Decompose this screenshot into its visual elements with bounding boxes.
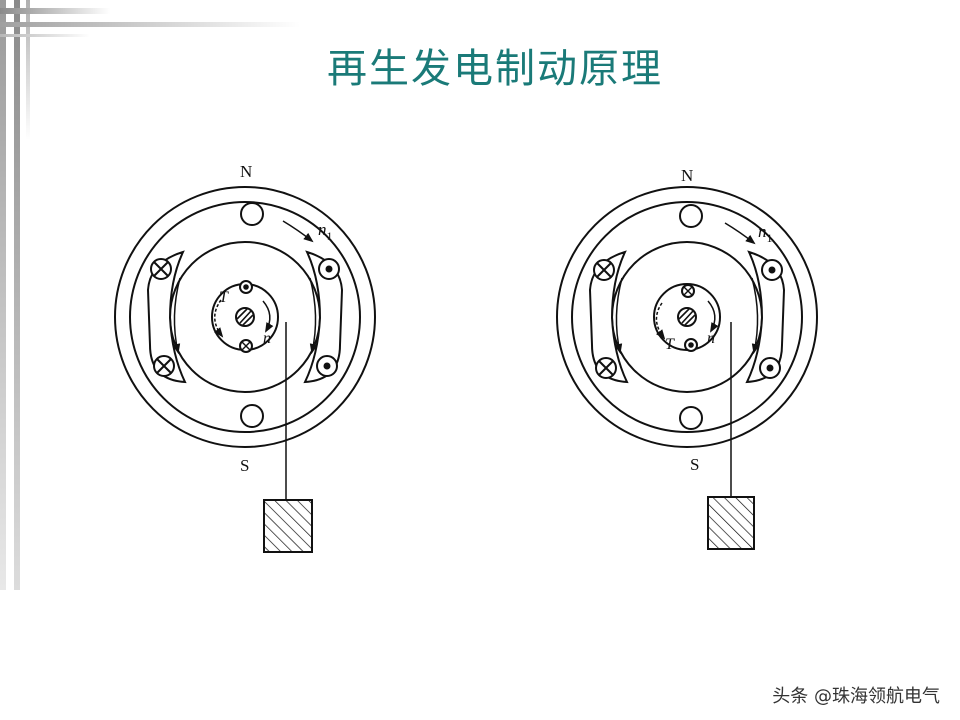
pole-label-north: N: [240, 162, 252, 181]
stator-inner-ring: [571, 201, 803, 433]
slide-decor-bar: [0, 34, 90, 37]
stator-outer-ring: [556, 186, 818, 448]
conductor-cross: [150, 258, 172, 280]
torque-label: T: [665, 336, 675, 353]
shaft: [677, 307, 697, 327]
speed-arrow: [262, 300, 274, 333]
stator-hole-top: [240, 202, 264, 226]
stator-hole-bottom: [240, 404, 264, 428]
shaft: [235, 307, 255, 327]
stator-outer-ring: [114, 186, 376, 448]
stator-hole-top: [679, 204, 703, 228]
field-rotation-arrow: [724, 222, 756, 245]
coil-slot-left: [146, 250, 187, 384]
rotor-conductor-cross: [239, 339, 253, 353]
conductor-cross: [153, 355, 175, 377]
field-speed-label: n1: [758, 222, 773, 245]
slide-decor-bar: [14, 0, 20, 590]
load-weight: [707, 496, 755, 550]
field-speed-label: n1: [318, 220, 333, 243]
watermark-text: 头条 @珠海领航电气: [772, 686, 940, 707]
flux-arrow-right: [751, 277, 760, 354]
torque-arrow: [213, 299, 224, 338]
rotor-conductor-dot: [239, 280, 253, 294]
flux-arrow-left: [614, 277, 623, 354]
coil-slot-left: [588, 250, 629, 384]
page-title: 再生发电制动原理: [327, 46, 663, 92]
pole-label-south: S: [240, 456, 249, 475]
stator-inner-ring: [129, 201, 361, 433]
pole-label-south: S: [690, 455, 699, 474]
coil-slot-right: [745, 250, 786, 384]
motor-diagram-2: [556, 186, 818, 550]
speed-label: n: [707, 330, 715, 347]
rotor-conductor-dot: [684, 338, 698, 352]
conductor-dot: [318, 258, 340, 280]
speed-label: n: [263, 330, 271, 347]
stator-hole-bottom: [679, 406, 703, 430]
slide-decor-bar: [0, 22, 300, 27]
conductor-cross: [593, 259, 615, 281]
conductor-dot: [316, 355, 338, 377]
load-weight: [263, 499, 313, 553]
conductor-cross: [595, 357, 617, 379]
torque-label: T: [219, 289, 229, 306]
coil-slot-right: [303, 250, 344, 384]
flux-arrow-right: [309, 277, 318, 354]
conductor-dot: [759, 357, 781, 379]
slide-decor-bar: [26, 0, 30, 140]
motor-diagram-1: [114, 186, 376, 553]
conductor-dot: [761, 259, 783, 281]
slide-decor-bar: [0, 0, 6, 590]
flux-arrow-left: [172, 277, 181, 354]
rotor-conductor-cross: [681, 284, 695, 298]
field-rotation-arrow: [282, 220, 314, 243]
slide-decor-bar: [0, 8, 110, 14]
speed-arrow: [707, 300, 719, 333]
pole-label-north: N: [681, 166, 693, 185]
